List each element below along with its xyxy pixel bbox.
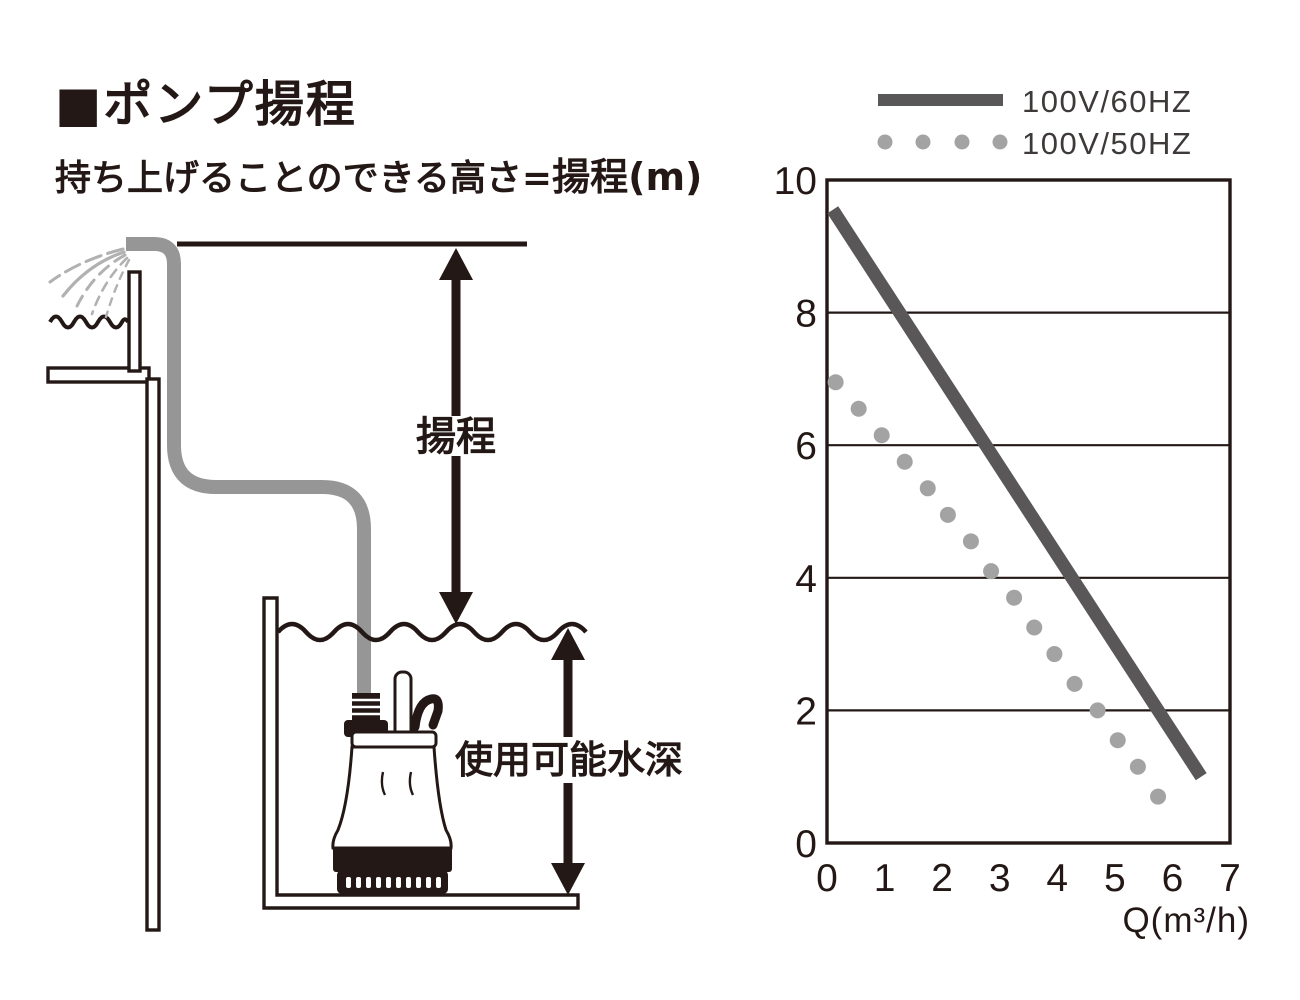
series-dot-50hz	[983, 563, 1000, 580]
upper-basin-floor	[46, 366, 151, 384]
pump-body	[331, 745, 453, 850]
series-dot-50hz	[1150, 788, 1167, 805]
y-tick-label-8: 8	[795, 293, 817, 336]
series-line-60hz	[827, 206, 1207, 781]
depth-label: 使用可能水深	[455, 738, 683, 782]
depth-arrow	[551, 628, 585, 895]
submersible-pump	[331, 670, 453, 894]
x-tick-label-4: 4	[1046, 857, 1068, 900]
series-dot-50hz	[1026, 619, 1043, 636]
legend-label-50hz: 100V/50HZ	[1022, 126, 1192, 161]
subtitle-plain: 持ち上げることのできる高さ=	[55, 157, 553, 199]
y-tick-label-10: 10	[774, 160, 817, 203]
chart-legend: 100V/60HZ 100V/50HZ	[877, 84, 1192, 161]
head-label: 揚程	[416, 414, 496, 460]
pump-band	[333, 847, 452, 872]
x-axis-title: Q(m³/h)	[1122, 901, 1250, 940]
legend-swatch-50hz	[877, 134, 1008, 150]
series-dot-50hz	[1066, 675, 1083, 692]
x-tick-label-2: 2	[931, 857, 953, 900]
hose	[126, 237, 371, 698]
page-title: ■ポンプ揚程	[55, 76, 357, 133]
x-tick-label-1: 1	[874, 857, 896, 900]
y-tick-label-4: 4	[795, 558, 817, 601]
pump-vent-left	[380, 771, 387, 796]
series-dot-50hz	[850, 400, 867, 417]
pump-handle	[393, 670, 413, 740]
tank	[262, 596, 580, 910]
series-dot-50hz	[827, 374, 844, 391]
x-tick-label-5: 5	[1104, 857, 1126, 900]
y-tick-label-6: 6	[795, 425, 817, 468]
x-tick-label-7: 7	[1219, 857, 1241, 900]
plot-border	[825, 178, 1232, 845]
water-spray-icon	[48, 247, 131, 319]
pump-float-hook	[410, 694, 443, 732]
series-dot-50hz	[1109, 732, 1126, 749]
pump-strainer-slots	[346, 877, 441, 888]
pump-vent-right	[408, 771, 415, 796]
series-dot-50hz	[1006, 589, 1023, 606]
tank-water-wave	[276, 621, 588, 643]
y-tick-label-0: 0	[795, 823, 817, 866]
series-dot-50hz	[939, 506, 956, 523]
pump-top-cap	[350, 730, 438, 749]
pump-barb-ridges	[352, 698, 380, 716]
x-tick-label-6: 6	[1162, 857, 1184, 900]
header: ■ポンプ揚程 持ち上げることのできる高さ=揚程(m)	[55, 78, 755, 201]
x-tick-label-0: 0	[816, 857, 838, 900]
y-tick-label-2: 2	[795, 690, 817, 733]
legend-label-60hz: 100V/60HZ	[1022, 84, 1192, 119]
upper-basin-water-wave	[48, 314, 130, 330]
subtitle-strong: 揚程(m)	[552, 154, 703, 199]
pump-installation-diagram: 揚程 使用可能水深	[46, 237, 683, 932]
series-dot-50hz	[962, 533, 979, 550]
pump-strainer	[337, 870, 448, 894]
series-dot-50hz	[896, 453, 913, 470]
head-arrow	[439, 248, 473, 624]
x-tick-label-3: 3	[989, 857, 1011, 900]
cliff-wall	[145, 377, 161, 932]
upper-basin-wall	[127, 270, 142, 373]
series-dot-50hz	[919, 480, 936, 497]
series-dot-50hz	[1046, 646, 1063, 663]
series-dot-50hz	[873, 427, 890, 444]
series-dot-50hz	[1129, 758, 1146, 775]
page-subtitle: 持ち上げることのできる高さ=揚程(m)	[55, 146, 755, 201]
series-dot-50hz	[1089, 702, 1106, 719]
